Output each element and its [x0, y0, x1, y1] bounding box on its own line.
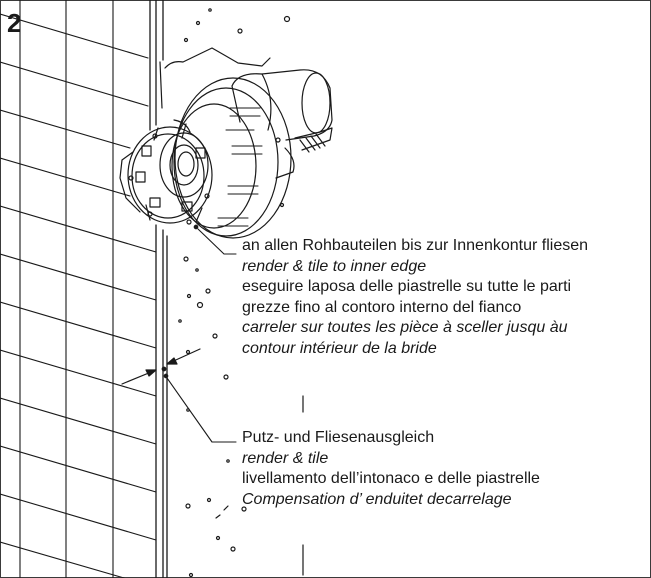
callout-line: eseguire laposa delle piastrelle su tutt…: [242, 278, 572, 295]
callout-line: carreler sur toutes les pièce à sceller …: [242, 319, 568, 336]
callout-line: livellamento dell’intonaco e delle piast…: [242, 470, 540, 487]
callout-line: render & tile: [242, 449, 329, 467]
wall-edge-layers: [149, 0, 168, 578]
step-number: 2: [7, 8, 22, 38]
callout-render-tile-compensation: Putz- und Fliesenausgleich render & tile…: [242, 428, 540, 510]
callout-line: an allen Rohbauteilen bis zur Innenkontu…: [242, 237, 589, 254]
masonry-surface: [159, 8, 304, 578]
tiled-wall: [0, 0, 157, 578]
motor-assembly: [119, 69, 333, 239]
callout-line: render & tile to inner edge: [242, 257, 427, 275]
callout-line: Compensation d’ enduitet decarrelage: [242, 490, 512, 508]
callout-inner-edge-tiling: an allen Rohbauteilen bis zur Innenkontu…: [242, 236, 588, 359]
gap-dimension-arrows: [121, 348, 201, 385]
callout-line: Putz- und Fliesenausgleich: [242, 429, 435, 446]
callout-line: grezze fino al contoro interno del fianc…: [242, 298, 522, 316]
leader-lines: [163, 224, 237, 443]
callout-line: contour intérieur de la bride: [242, 339, 437, 357]
